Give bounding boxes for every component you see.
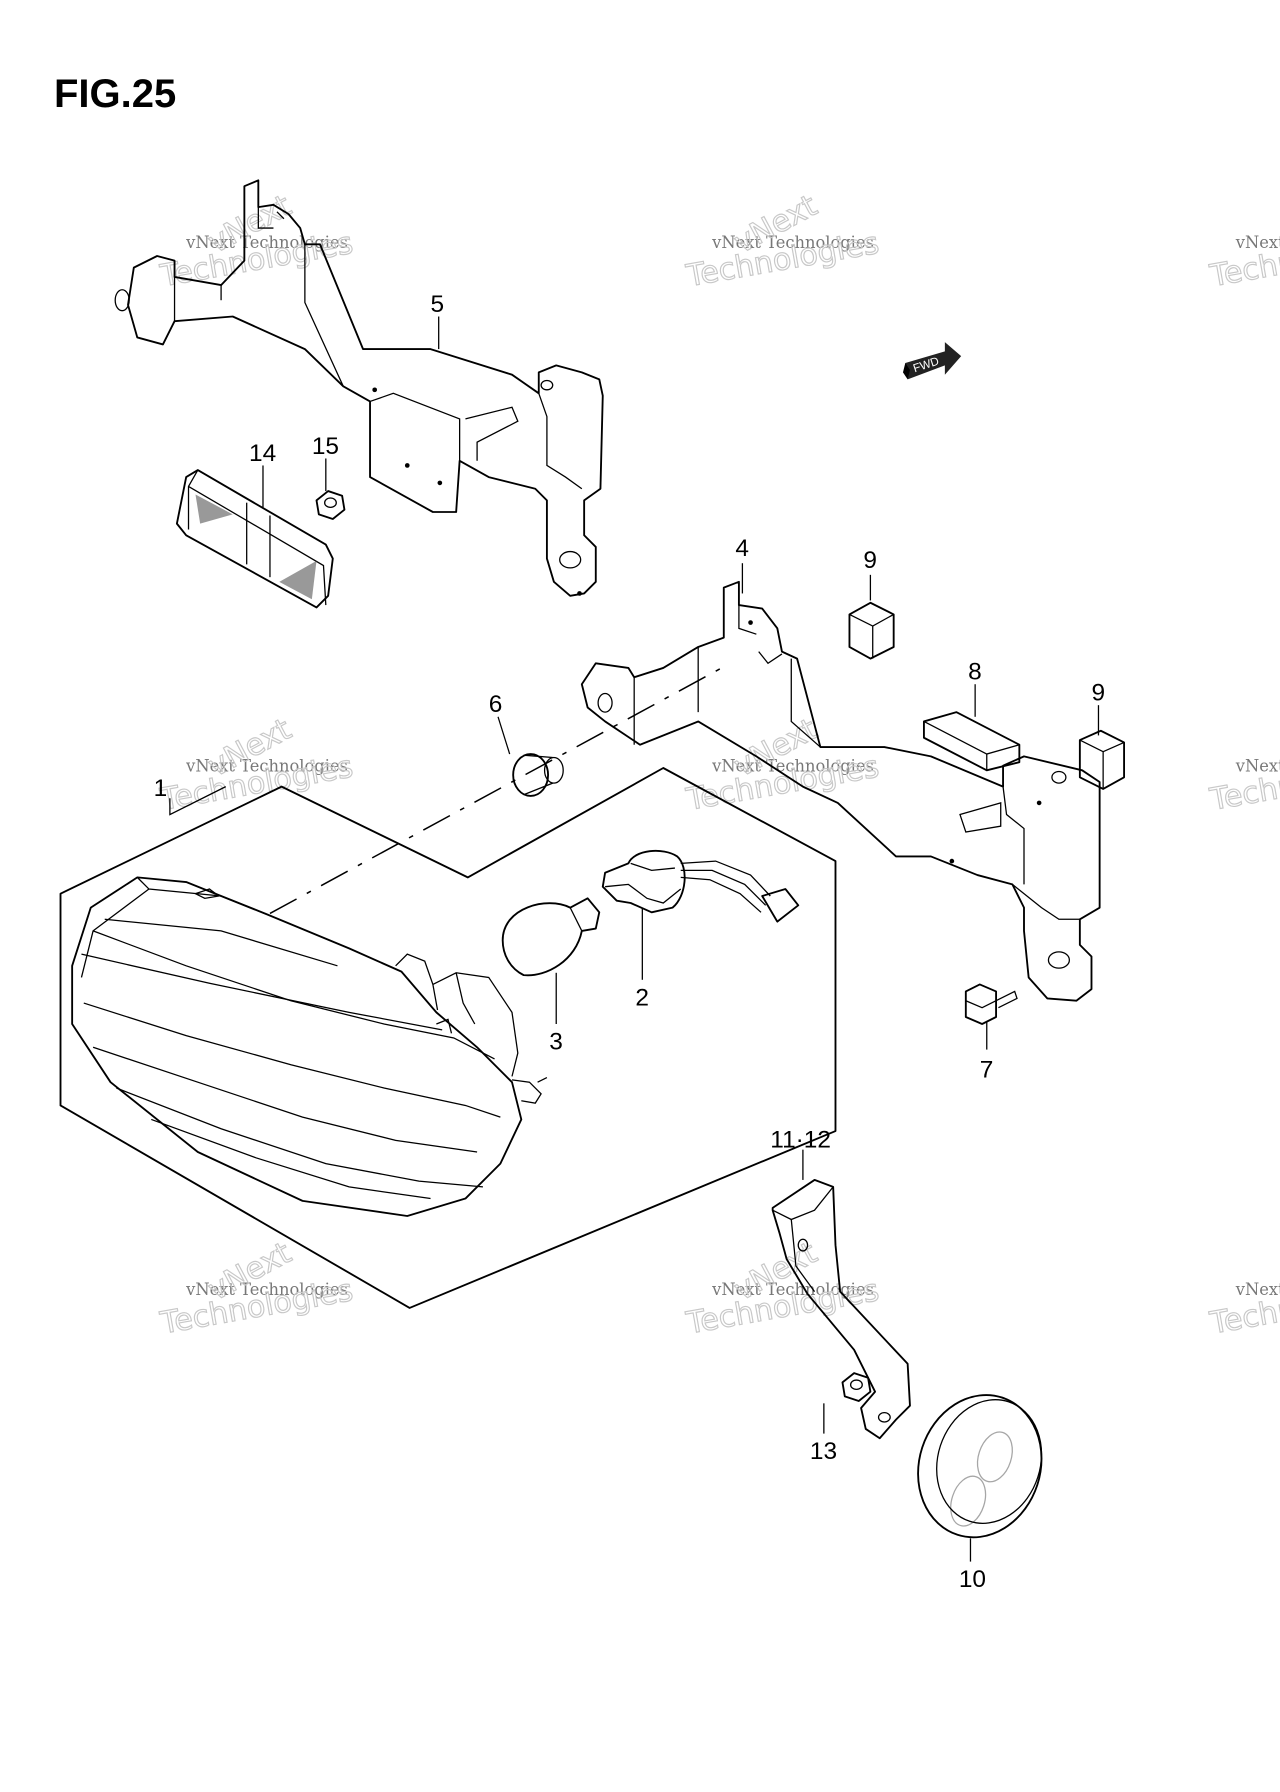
callout-15: 15 — [312, 433, 339, 460]
watermark: vNext Technologies Technologies — [1206, 1273, 1280, 1343]
fwd-arrow-icon: FWD — [902, 342, 962, 380]
part-13-nut — [841, 1372, 872, 1402]
callout-4: 4 — [735, 535, 749, 562]
part-9-cushion-a — [848, 601, 895, 660]
watermark: vNext Technologies Technologies vNext — [157, 1235, 357, 1342]
part-11-12-reflector-bracket — [771, 1178, 911, 1440]
part-2-socket — [601, 849, 800, 923]
part-8-pad — [922, 711, 1021, 772]
part-9-cushion-b — [1078, 729, 1126, 790]
svg-text:vNext Technologies: vNext Technologies — [1235, 756, 1280, 775]
part-1-tail-lamp — [71, 876, 548, 1217]
watermark: vNext Technologies Technologies vNext — [683, 711, 883, 818]
callout-9b: 9 — [1091, 680, 1105, 707]
watermark: vNext Technologies Technologies — [1206, 225, 1280, 295]
svg-text:vNext Technologies: vNext Technologies — [711, 756, 874, 775]
part-7-bolt — [964, 983, 1018, 1025]
watermark: vNext Technologies Technologies vNext — [683, 188, 883, 295]
watermark: vNext Technologies Technologies vNext — [157, 711, 357, 818]
svg-text:vNext Technologies: vNext Technologies — [1235, 1280, 1280, 1299]
callout-3: 3 — [549, 1029, 563, 1056]
watermarks: vNext Technologies Technologies vNext vN… — [157, 188, 1280, 1343]
svg-text:vNext Technologies: vNext Technologies — [185, 756, 348, 775]
callout-6: 6 — [489, 691, 503, 718]
callout-5: 5 — [431, 291, 445, 318]
callout-14: 14 — [249, 440, 276, 467]
part-6-grommet — [512, 753, 564, 797]
callout-11-12: 11·12 — [770, 1126, 831, 1153]
callout-7: 7 — [980, 1057, 994, 1084]
svg-text:vNext Technologies: vNext Technologies — [711, 1280, 874, 1299]
svg-text:vNext Technologies: vNext Technologies — [1235, 233, 1280, 252]
leader-lines — [169, 316, 1100, 1562]
svg-text:vNext Technologies: vNext Technologies — [185, 1280, 348, 1299]
part-15-nut — [315, 490, 346, 520]
part-1-assembly-frame — [59, 767, 837, 1309]
watermark: vNext Technologies Technologies — [1206, 749, 1280, 819]
callout-9a: 9 — [863, 547, 877, 574]
assembly-axis-line — [269, 666, 725, 915]
figure-title: FIG.25 — [54, 72, 177, 116]
part-5-upper-bracket — [114, 179, 604, 597]
callout-13: 13 — [810, 1438, 837, 1465]
callout-1: 1 — [154, 775, 168, 802]
part-3-bulb — [501, 897, 601, 977]
callout-8: 8 — [968, 659, 982, 686]
callout-10: 10 — [959, 1566, 986, 1593]
part-4-lower-bracket — [580, 580, 1101, 1002]
part-14-reflector — [175, 469, 334, 609]
watermark: vNext Technologies Technologies vNext — [683, 1235, 883, 1342]
part-10-round-reflector — [917, 1394, 1043, 1539]
callout-2: 2 — [635, 984, 649, 1011]
svg-text:vNext Technologies: vNext Technologies — [711, 233, 874, 252]
callout-labels: 5 14 15 4 9 8 9 6 1 2 3 7 11·12 13 10 — [154, 291, 1105, 1593]
svg-text:vNext Technologies: vNext Technologies — [185, 233, 348, 252]
